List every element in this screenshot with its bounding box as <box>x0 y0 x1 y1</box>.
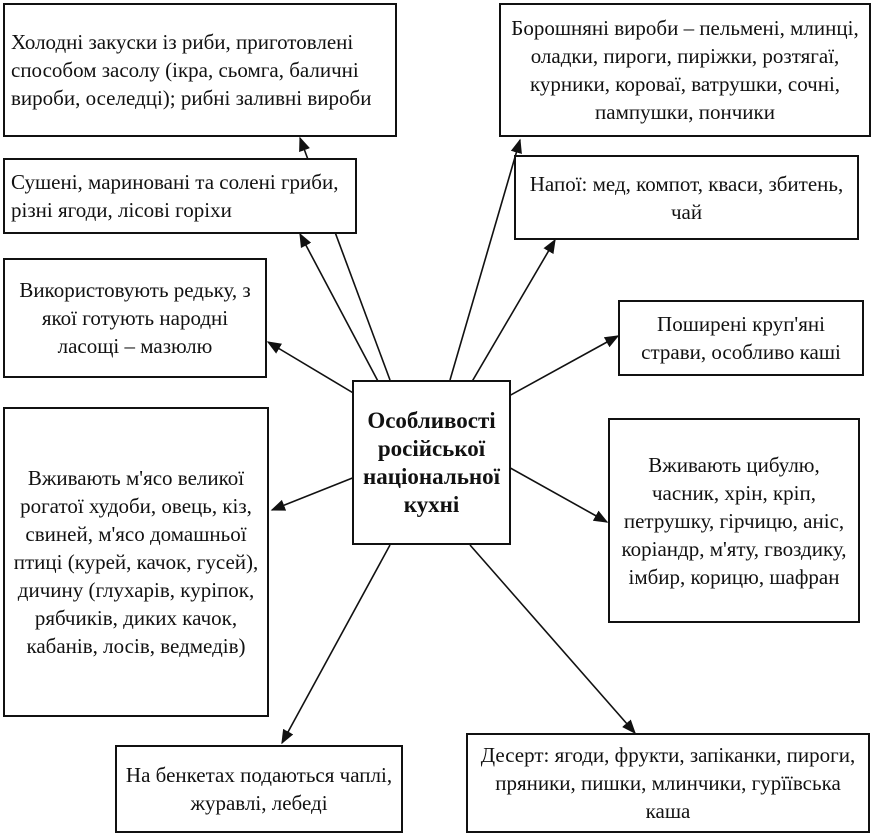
arrow-to-feasts <box>281 544 391 745</box>
node-fish-appetizers: Холодні закуски із риби, приготовлені сп… <box>3 3 397 137</box>
node-center-topic: Особливості російської національної кухн… <box>352 380 511 545</box>
arrow-to-flour <box>449 138 522 381</box>
node-fish-appetizers-text: Холодні закуски із риби, приготовлені сп… <box>11 30 372 110</box>
node-mushrooms-berries-text: Сушені, мариновані та солені гриби, різн… <box>11 170 339 222</box>
node-flour-products-text: Борошняні вироби – пельмені, млинці, ола… <box>511 16 859 124</box>
node-flour-products: Борошняні вироби – пельмені, млинці, ола… <box>499 3 871 137</box>
node-radish: Використовують редьку, з якої готують на… <box>3 258 267 378</box>
arrow-to-meat <box>270 474 361 511</box>
node-meat-text: Вживають м'ясо великої рогатої худоби, о… <box>13 466 259 658</box>
arrow-to-groats <box>497 335 620 403</box>
node-meat: Вживають м'ясо великої рогатої худоби, о… <box>3 407 269 717</box>
arrow-to-spices <box>504 464 609 523</box>
node-feasts-text: На бенкетах подаються чаплі, журавлі, ле… <box>125 763 393 815</box>
node-drinks: Напої: мед, компот, кваси, збитень, чай <box>514 155 859 240</box>
node-spices-text: Вживають цибулю, часник, хрін, кріп, пет… <box>621 452 847 589</box>
arrow-to-drinks <box>469 238 556 386</box>
node-drinks-text: Напої: мед, компот, кваси, збитень, чай <box>529 171 844 224</box>
arrow-to-radish <box>266 341 366 401</box>
node-mushrooms-berries: Сушені, мариновані та солені гриби, різн… <box>3 158 357 234</box>
node-radish-text: Використовують редьку, з якої готують на… <box>19 278 251 358</box>
arrow-to-dessert <box>469 544 636 735</box>
arrow-to-mushrooms <box>299 232 381 386</box>
node-spices: Вживають цибулю, часник, хрін, кріп, пет… <box>608 418 860 623</box>
node-dessert-text: Десерт: ягоди, фрукти, запіканки, пироги… <box>480 743 856 823</box>
node-feasts: На бенкетах подаються чаплі, журавлі, ле… <box>115 745 403 833</box>
center-topic-text: Особливості російської національної кухн… <box>362 407 501 517</box>
node-groats: Поширені круп'яні страви, особливо каші <box>618 300 864 376</box>
node-dessert: Десерт: ягоди, фрукти, запіканки, пироги… <box>466 733 870 833</box>
node-groats-text: Поширені круп'яні страви, особливо каші <box>641 312 841 364</box>
